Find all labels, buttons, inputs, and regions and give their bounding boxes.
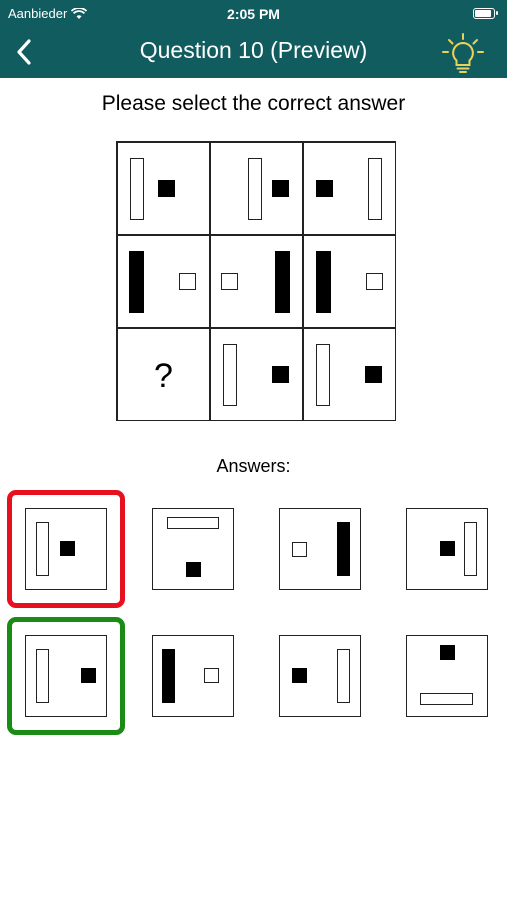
filled-square xyxy=(158,180,175,197)
header-bar: Aanbieder 2:05 PM Question 10 (Preview) xyxy=(0,0,507,78)
wide-outline-rect xyxy=(420,693,473,705)
wide-outline-rect xyxy=(167,517,219,529)
filled-square xyxy=(440,541,455,556)
correct-answer-frame xyxy=(7,617,125,735)
carrier-info: Aanbieder xyxy=(8,6,88,21)
page-title: Question 10 (Preview) xyxy=(139,37,368,63)
matrix-cell xyxy=(117,235,210,328)
matrix-cell xyxy=(210,142,303,235)
answer-option-4[interactable] xyxy=(406,508,488,590)
filled-square xyxy=(272,180,289,197)
tall-outline-rect xyxy=(316,344,330,406)
tall-filled-rect xyxy=(275,251,290,313)
wifi-icon xyxy=(71,7,88,19)
carrier-label: Aanbieder xyxy=(8,6,68,21)
answer-option-3[interactable] xyxy=(279,508,361,590)
tall-outline-rect xyxy=(36,522,49,576)
answer-option-2[interactable] xyxy=(152,508,234,590)
filled-square xyxy=(81,668,96,683)
tall-outline-rect xyxy=(248,158,262,220)
filled-square xyxy=(365,366,382,383)
answer-option-6[interactable] xyxy=(152,635,234,717)
matrix-cell xyxy=(303,235,396,328)
filled-square xyxy=(60,541,75,556)
tall-outline-rect xyxy=(464,522,477,576)
status-time: 2:05 PM xyxy=(227,6,280,22)
tall-filled-rect xyxy=(162,649,175,703)
outline-square xyxy=(366,273,383,290)
answer-option-1[interactable] xyxy=(25,508,107,590)
answer-option-7[interactable] xyxy=(279,635,361,717)
answer-option-5[interactable] xyxy=(25,635,107,717)
matrix-cell xyxy=(210,328,303,421)
back-button[interactable] xyxy=(12,38,36,66)
lightbulb-icon xyxy=(442,33,484,73)
answers-label: Answers: xyxy=(216,456,291,476)
tall-filled-rect xyxy=(129,251,144,313)
question-mark: ? xyxy=(154,357,173,395)
filled-square xyxy=(440,645,455,660)
matrix-cell xyxy=(210,235,303,328)
tall-outline-rect xyxy=(223,344,237,406)
chevron-left-icon xyxy=(17,39,31,65)
question-prompt: Please select the correct answer xyxy=(101,92,406,115)
matrix-cell-missing: ? xyxy=(117,328,210,421)
filled-square xyxy=(316,180,333,197)
filled-square xyxy=(292,668,307,683)
answer-option-8[interactable] xyxy=(406,635,488,717)
outline-square xyxy=(292,542,307,557)
puzzle-matrix: ? xyxy=(116,141,396,421)
outline-square xyxy=(204,668,219,683)
status-bar: Aanbieder 2:05 PM xyxy=(0,0,507,28)
tall-outline-rect xyxy=(337,649,350,703)
outline-square xyxy=(179,273,196,290)
tall-outline-rect xyxy=(130,158,144,220)
hint-button[interactable] xyxy=(439,32,487,76)
matrix-cell xyxy=(117,142,210,235)
matrix-cell xyxy=(303,328,396,421)
outline-square xyxy=(221,273,238,290)
filled-square xyxy=(186,562,201,577)
matrix-cell xyxy=(303,142,396,235)
tall-outline-rect xyxy=(368,158,382,220)
tall-filled-rect xyxy=(316,251,331,313)
battery-icon xyxy=(473,8,498,19)
selected-wrong-frame xyxy=(7,490,125,608)
tall-outline-rect xyxy=(36,649,49,703)
tall-filled-rect xyxy=(337,522,350,576)
filled-square xyxy=(272,366,289,383)
